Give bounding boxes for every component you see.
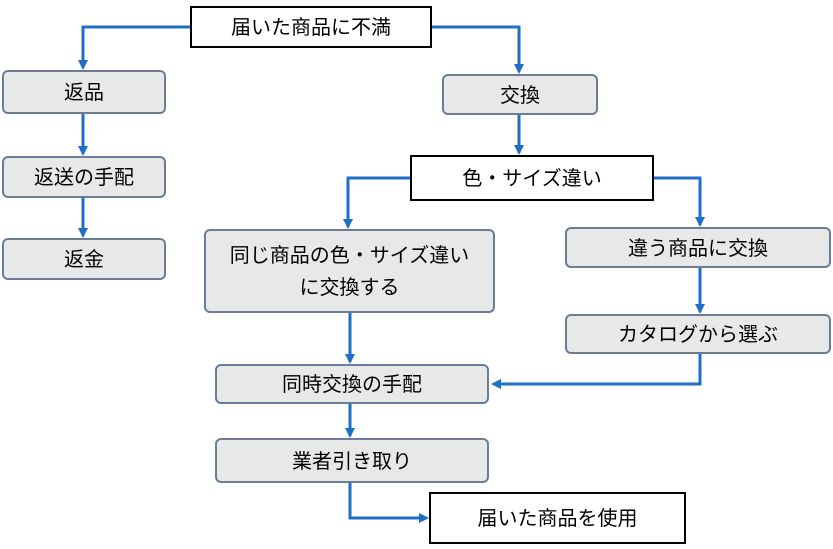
node-dissatisfied: 届いた商品に不満 [190,6,432,48]
connector-color-size-to-different-item [654,176,705,227]
node-refund: 返金 [2,238,166,280]
connector-dissatisfied-to-exchange [432,25,524,74]
connector-catalog-to-simultaneous-exchange [491,354,702,389]
node-exchange: 交換 [442,74,598,115]
node-same-item-other-color-size: 同じ商品の色・サイズ違いに交換する [204,229,495,313]
node-different-item-exchange: 違う商品に交換 [565,227,831,268]
node-choose-from-catalog: カタログから選ぶ [565,314,831,354]
node-return: 返品 [2,70,166,114]
connector-vendor-pickup-to-use-item [348,483,429,523]
node-simultaneous-exchange: 同時交換の手配 [215,364,489,404]
node-return-shipping: 返送の手配 [2,156,166,198]
node-use-delivered-item: 届いた商品を使用 [429,492,686,544]
connector-dissatisfied-to-return [78,25,190,70]
connector-color-size-to-same-item [343,176,410,229]
node-vendor-pickup: 業者引き取り [215,438,489,483]
node-color-size-differs: 色・サイズ違い [410,155,654,201]
